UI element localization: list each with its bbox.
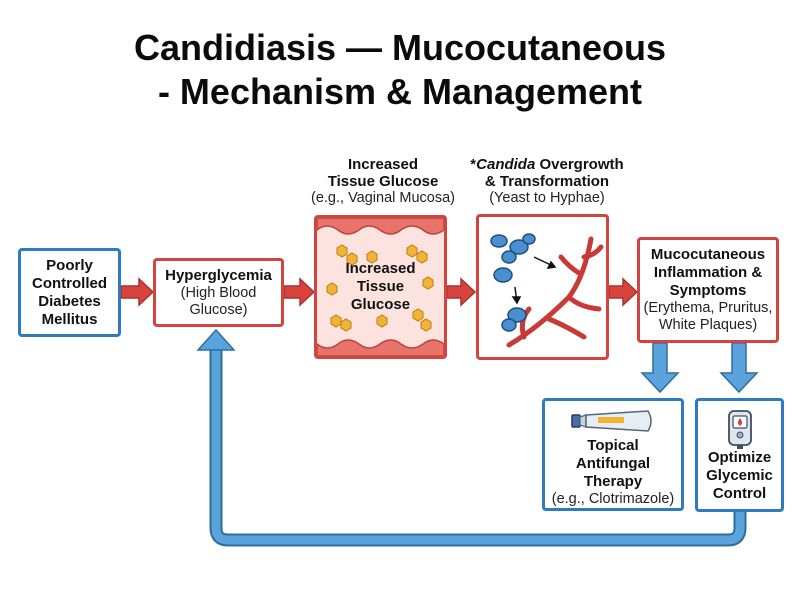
glucose-caption-line-2: Tissue Glucose (327, 173, 439, 190)
antifungal-title-1: Topical (587, 437, 639, 454)
hyperglycemia-title: Hyperglycemia (165, 266, 272, 284)
hyperglycemia-sub-1: (High Blood (180, 284, 257, 301)
arrow-tissue-to-candida (446, 277, 477, 307)
candida-illustration (490, 233, 604, 348)
feedback-loop-arrowhead (196, 328, 236, 351)
tissue-glucose-line-2: Tissue (356, 278, 405, 295)
inflammation-title-1: Mucocutaneous (650, 246, 766, 263)
inflammation-box: Mucocutaneous Inflammation & Symptoms (E… (637, 237, 779, 343)
candida-caption-line-2: & Transformation (484, 173, 610, 190)
inflammation-sub-1: (Erythema, Pruritus, (643, 300, 773, 316)
glucometer-icon (727, 410, 752, 449)
antifungal-title-2: Antifungal (575, 455, 651, 472)
hexagon-glucose-icon (326, 244, 434, 332)
hyphae-icon (506, 236, 604, 348)
tissue-glucose-line-3: Glucose (350, 296, 411, 313)
diabetes-line-2: Controlled (32, 274, 107, 292)
diabetes-line-1: Poorly (46, 256, 93, 274)
hyperglycemia-box: Hyperglycemia (High Blood Glucose) (153, 258, 284, 327)
inflammation-title-3: Symptoms (669, 282, 747, 299)
glucose-caption: Increased Tissue Glucose (e.g., Vaginal … (298, 156, 468, 207)
arrow-candida-to-inflammation (608, 277, 639, 307)
tissue-illustration (317, 218, 444, 356)
glycemic-line-2: Glycemic (706, 467, 773, 484)
tissue-glucose-line-1: Increased (345, 260, 416, 277)
candida-caption-prefix: * (470, 156, 477, 173)
candida-caption-italic: Candida (476, 156, 536, 173)
glycemic-line-1: Optimize (707, 449, 772, 466)
inflammation-sub-2: White Plaques) (658, 317, 758, 333)
candida-caption-rest: Overgrowth (535, 156, 624, 173)
glycemic-box: Optimize Glycemic Control (695, 398, 784, 512)
antifungal-sub: (e.g., Clotrimazole) (551, 491, 675, 507)
diabetes-box: Poorly Controlled Diabetes Mellitus (18, 248, 121, 337)
candida-box (476, 214, 609, 360)
arrow-hyperglycemia-to-tissue (283, 277, 316, 307)
hyperglycemia-sub-2: Glucose) (189, 301, 248, 318)
antifungal-box: Topical Antifungal Therapy (e.g., Clotri… (542, 398, 684, 511)
tissue-glucose-box: Increased Tissue Glucose (314, 215, 447, 359)
ointment-tube-icon (571, 410, 652, 432)
page-title: Candidiasis — Mucocutaneous - Mechanism … (0, 26, 800, 114)
arrow-inflammation-to-antifungal (640, 342, 680, 394)
candida-caption: *Candida Overgrowth & Transformation (Ye… (452, 156, 642, 207)
diabetes-line-4: Mellitus (41, 310, 98, 328)
candida-caption-line-3: (Yeast to Hyphae) (489, 190, 605, 206)
yeast-cell-icon (490, 233, 536, 332)
glycemic-line-3: Control (712, 485, 767, 502)
candida-caption-line-1: *Candida Overgrowth (452, 156, 642, 173)
arrow-diabetes-to-hyperglycemia (120, 277, 155, 307)
arrow-inflammation-to-glycemic (719, 342, 759, 394)
antifungal-title-3: Therapy (583, 473, 643, 490)
title-line-2: - Mechanism & Management (157, 71, 643, 112)
diabetes-line-3: Diabetes (38, 292, 101, 310)
glucose-caption-line-1: Increased (347, 156, 419, 173)
glucose-caption-line-3: (e.g., Vaginal Mucosa) (311, 190, 455, 206)
title-line-1: Candidiasis — Mucocutaneous (133, 27, 667, 68)
inflammation-title-2: Inflammation & (653, 264, 763, 281)
